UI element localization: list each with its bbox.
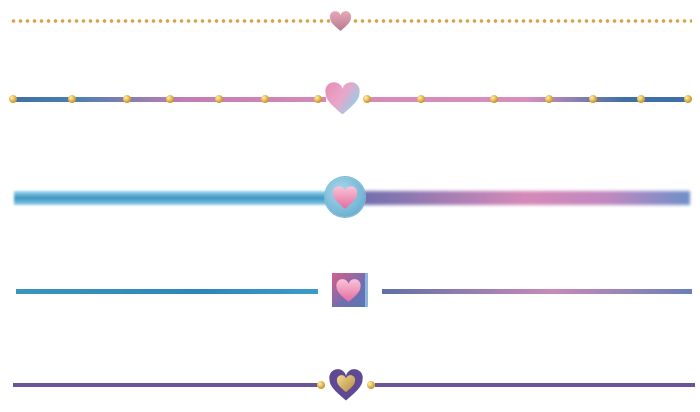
bead [367, 381, 375, 389]
bead [317, 381, 325, 389]
bead [9, 95, 17, 103]
bead [637, 95, 645, 103]
heart-icon [335, 279, 362, 303]
bead [68, 95, 76, 103]
heart-icon [332, 186, 358, 210]
bead [314, 95, 322, 103]
bead [417, 95, 425, 103]
bead [215, 95, 223, 103]
heart-icon [324, 82, 361, 116]
heart-icon [329, 11, 352, 32]
heart-icon [336, 375, 356, 393]
bead [589, 95, 597, 103]
bead [123, 95, 131, 103]
bead [490, 95, 498, 103]
bead [363, 95, 371, 103]
bead [684, 95, 692, 103]
bead [261, 95, 269, 103]
bead [545, 95, 553, 103]
bead [166, 95, 174, 103]
